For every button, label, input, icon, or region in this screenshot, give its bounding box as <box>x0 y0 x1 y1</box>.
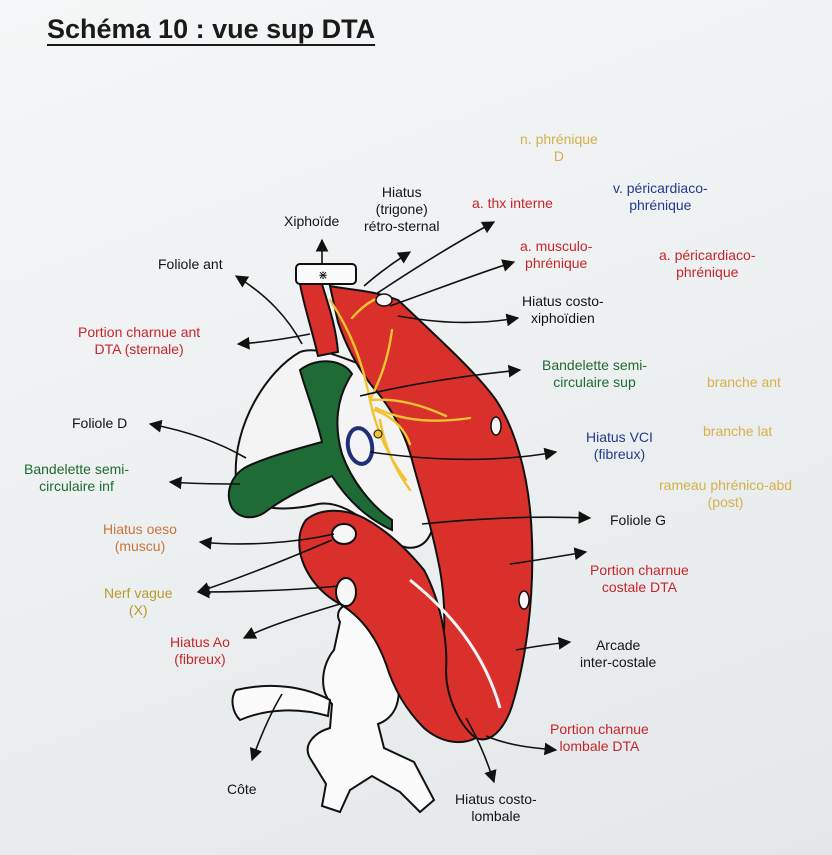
label-rameau-phrenico-abd: rameau phrénico-abd (post) <box>659 477 792 511</box>
label-hiatus-costo-xiphoidien: Hiatus costo- xiphoïdien <box>522 293 604 327</box>
label-a-musculo-phrenique: a. musculo- phrénique <box>520 238 592 272</box>
label-hiatus-oeso: Hiatus oeso (muscu) <box>103 521 177 555</box>
label-arcade-inter-costale: Arcade inter-costale <box>580 637 656 671</box>
label-bandelette-sup: Bandelette semi- circulaire sup <box>542 357 647 391</box>
rib-shape <box>233 686 330 720</box>
label-bandelette-inf: Bandelette semi- circulaire inf <box>24 461 129 495</box>
orifice-costal-1 <box>491 417 501 435</box>
label-portion-charnue-lombale: Portion charnue lombale DTA <box>550 721 649 755</box>
label-xiphoide: Xiphoïde <box>284 213 339 230</box>
xiphoid-mark: ⋇ <box>318 268 328 282</box>
label-nerf-vague: Nerf vague (X) <box>104 585 172 619</box>
label-portion-charnue-ant: Portion charnue ant DTA (sternale) <box>78 324 200 358</box>
label-a-thx-interne: a. thx interne <box>472 195 553 212</box>
label-v-pericardiaco-phrenique: v. péricardiaco- phrénique <box>613 180 708 214</box>
hiatus-vci-vessel <box>374 430 382 438</box>
label-foliole-d: Foliole D <box>72 415 127 432</box>
orifice-sternal <box>376 294 392 306</box>
label-foliole-g: Foliole G <box>610 512 666 529</box>
orifice-costal-2 <box>519 591 529 609</box>
label-cote: Côte <box>227 781 257 798</box>
hiatus-oeso-ring <box>332 524 356 544</box>
label-foliole-ant: Foliole ant <box>158 256 223 273</box>
label-a-pericardiaco-phrenique: a. péricardiaco- phrénique <box>659 247 756 281</box>
label-portion-charnue-costale: Portion charnue costale DTA <box>590 562 689 596</box>
label-hiatus-vci: Hiatus VCI (fibreux) <box>586 429 653 463</box>
label-n-phrenique-d: n. phrénique D <box>520 131 598 165</box>
label-branche-ant: branche ant <box>707 374 781 391</box>
label-branche-lat: branche lat <box>703 423 772 440</box>
label-hiatus-ao: Hiatus Ao (fibreux) <box>170 634 230 668</box>
label-hiatus-retro-sternal: Hiatus (trigone) rétro-sternal <box>364 184 439 235</box>
label-hiatus-costo-lombale: Hiatus costo- lombale <box>455 791 537 825</box>
hiatus-ao-ring <box>336 578 356 606</box>
